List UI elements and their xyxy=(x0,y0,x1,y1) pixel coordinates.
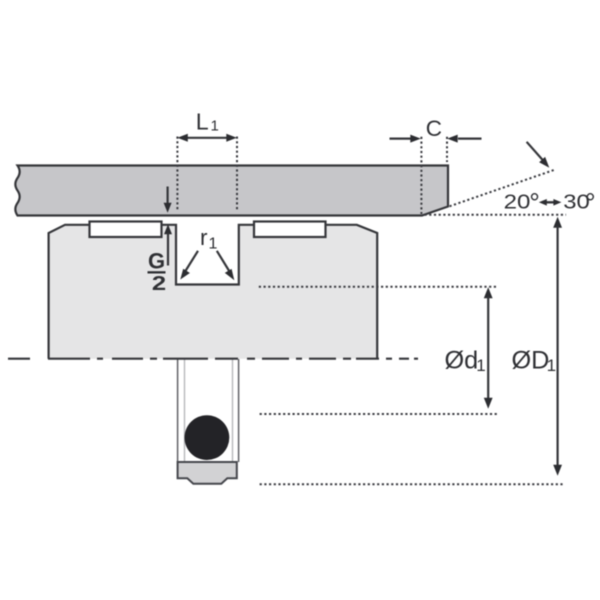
svg-text:20: 20 xyxy=(504,190,531,213)
svg-text:°: ° xyxy=(585,188,596,218)
svg-text:ØD: ØD xyxy=(512,347,550,375)
svg-text:C: C xyxy=(426,116,442,141)
svg-text:°: ° xyxy=(529,188,540,218)
svg-text:Ød: Ød xyxy=(445,347,479,375)
svg-text:G: G xyxy=(148,248,165,273)
svg-text:1: 1 xyxy=(476,356,485,375)
svg-text:1: 1 xyxy=(209,236,218,253)
svg-text:L: L xyxy=(196,109,209,135)
svg-text:1: 1 xyxy=(547,356,556,375)
svg-text:30: 30 xyxy=(563,190,590,213)
svg-text:2: 2 xyxy=(152,271,166,294)
svg-text:1: 1 xyxy=(211,118,219,135)
svg-text:r: r xyxy=(200,225,208,250)
